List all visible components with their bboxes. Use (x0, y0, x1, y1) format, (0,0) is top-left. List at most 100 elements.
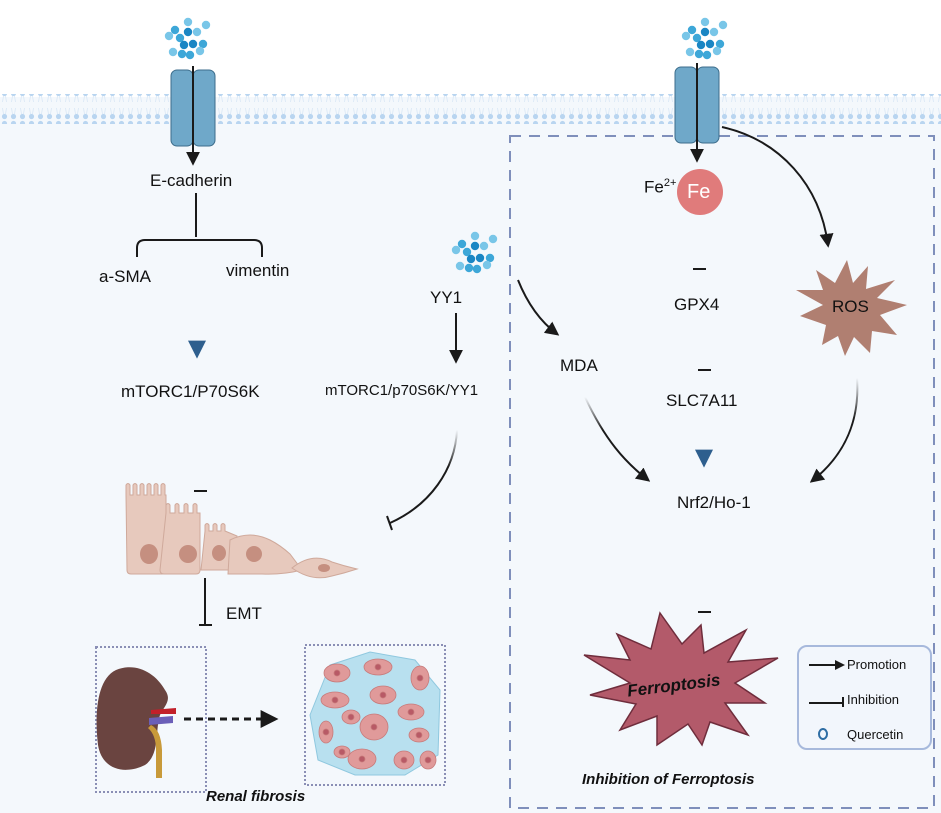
quercetin-molecule (177, 49, 187, 59)
inhibition-nrf2-to-ferroptosis (698, 535, 711, 613)
tissue-cell-nucleus (407, 708, 415, 716)
inhibition-fe-to-gpx4 (693, 218, 706, 270)
tissue-cell-nucleus (400, 756, 408, 764)
quercetin-molecule (192, 27, 202, 37)
inhibition-bar-icon (807, 693, 847, 707)
ros-burst (796, 260, 907, 356)
quercetin-cluster-right (681, 17, 728, 60)
legend: Promotion Inhibition Quercetin (797, 645, 932, 750)
quercetin-molecule (475, 253, 485, 263)
quercetin-molecule (170, 25, 180, 35)
quercetin-molecule (712, 46, 722, 56)
label-ros: ROS (832, 297, 869, 316)
label-gpx4: GPX4 (674, 295, 720, 314)
tissue-cell-nucleus (374, 663, 382, 671)
quercetin-molecule (470, 231, 480, 241)
quercetin-molecule (681, 31, 691, 41)
quercetin-molecule (451, 245, 461, 255)
inhibition-gpx4-to-slc7a11 (698, 320, 711, 371)
quercetin-molecule (718, 20, 728, 30)
quercetin-molecule (485, 253, 495, 263)
label-emt: EMT (226, 604, 262, 623)
quercetin-molecule (709, 27, 719, 37)
label-slc7a11: SLC7A11 (666, 391, 738, 410)
tissue-cell-nucleus (331, 696, 339, 704)
legend-label-quercetin: Quercetin (847, 727, 904, 742)
quercetin-molecule (696, 40, 706, 50)
tissue-cell-nucleus (379, 691, 387, 699)
kidney-illustration (95, 646, 207, 793)
quercetin-molecule (183, 27, 193, 37)
legend-label-promotion: Promotion (847, 657, 907, 672)
tissue-cell-nucleus (347, 713, 355, 721)
label-renal-fibrosis: Renal fibrosis (206, 788, 306, 805)
quercetin-molecule (462, 247, 472, 257)
quercetin-molecule (700, 17, 710, 27)
fe2-charge: 2+ (663, 177, 677, 189)
membrane-channel-left (170, 69, 216, 147)
ferroptosis-burst (583, 611, 779, 747)
label-nrf2-ho1: Nrf2/Ho-1 (677, 493, 751, 512)
inhibition-mtorc1-to-cells (194, 423, 207, 492)
tissue-cell-nucleus (415, 731, 423, 739)
legend-item-quercetin: Quercetin (807, 727, 903, 742)
cell-membrane (0, 94, 941, 124)
quercetin-molecule (464, 263, 474, 273)
quercetin-molecule (198, 39, 208, 49)
quercetin-molecule (183, 17, 193, 27)
quercetin-molecule (201, 20, 211, 30)
label-mda: MDA (560, 356, 598, 375)
label-mtorc1-p70s6k-yy1: mTORC1/p70S6K/YY1 (325, 382, 479, 399)
quercetin-molecule (470, 241, 480, 251)
arrow-ros-to-nrf2 (809, 377, 859, 483)
label-e-cadherin: E-cadherin (150, 171, 233, 190)
quercetin-cluster-yy1 (451, 231, 498, 274)
quercetin-molecule (179, 40, 189, 50)
quercetin-cluster-left (164, 17, 211, 60)
quercetin-molecule (694, 49, 704, 59)
quercetin-molecule (705, 39, 715, 49)
legend-label-inhibition: Inhibition (847, 692, 900, 707)
label-yy1: YY1 (430, 288, 463, 307)
label-fe2-plus: Fe2+ (644, 178, 676, 196)
quercetin-molecule (692, 33, 702, 43)
legend-item-promotion: Promotion (807, 657, 906, 672)
quercetin-circle-icon (807, 727, 847, 742)
bracket-a-sma-vimentin (136, 239, 263, 257)
quercetin-molecule (472, 264, 482, 274)
quercetin-molecule (479, 241, 489, 251)
quercetin-molecule (185, 50, 195, 60)
tissue-cell-nucleus (333, 669, 341, 677)
label-vimentin: vimentin (226, 261, 290, 280)
quercetin-molecule (685, 47, 695, 57)
promotion-arrow-icon (807, 658, 847, 672)
tissue-cell-nucleus (322, 728, 330, 736)
quercetin-molecule (168, 47, 178, 57)
quercetin-molecule (700, 27, 710, 37)
arrow-channel-to-ros (721, 126, 834, 248)
inhibition-mtorc1-complex-to-cells (386, 429, 458, 531)
quercetin-molecule (164, 31, 174, 41)
quercetin-molecule (702, 50, 712, 60)
label-a-sma: a-SMA (99, 267, 151, 286)
label-fe-symbol: Fe (687, 181, 711, 203)
tissue-cell-nucleus (370, 723, 378, 731)
label-inhibition-of-ferroptosis: Inhibition of Ferroptosis (582, 771, 755, 788)
quercetin-molecule (488, 234, 498, 244)
arrow-mda-to-nrf2 (584, 396, 651, 482)
tissue-cell-nucleus (416, 674, 424, 682)
tissue-cell-nucleus (424, 756, 432, 764)
quercetin-molecule (482, 260, 492, 270)
tissue-cell-nucleus (338, 748, 346, 756)
extracellular-space (0, 0, 941, 97)
label-mtorc1-p70s6k: mTORC1/P70S6K (121, 382, 260, 401)
inhibition-emt (199, 578, 212, 626)
fibrotic-tissue-illustration (304, 644, 446, 786)
fe2-base: Fe (644, 177, 664, 197)
quercetin-molecule (188, 39, 198, 49)
tissue-cell-nucleus (358, 755, 366, 763)
emt-cell-transition-illustration (125, 483, 359, 579)
quercetin-molecule (175, 33, 185, 43)
arrow-quercetin-to-mda (517, 279, 560, 336)
